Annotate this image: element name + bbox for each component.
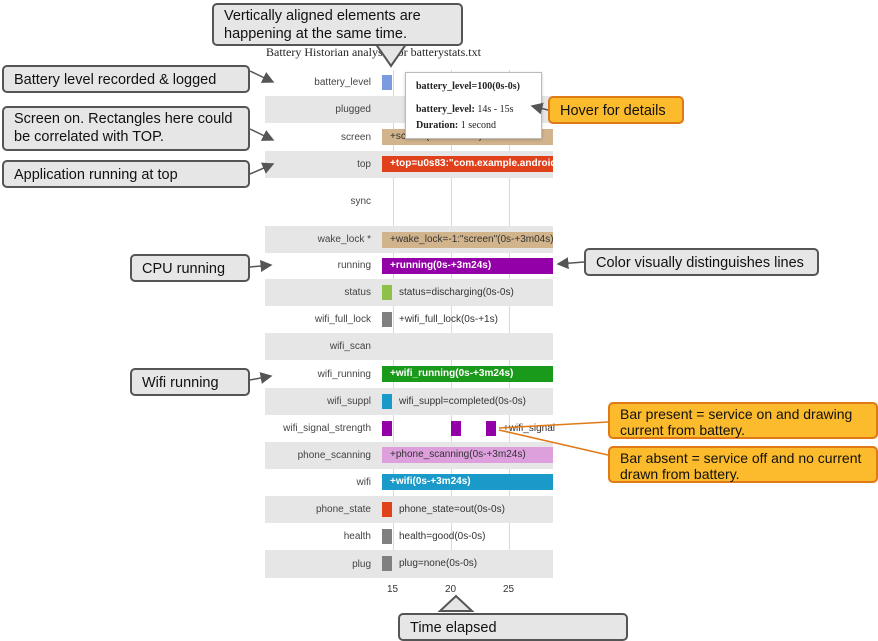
row-label: health <box>343 531 371 542</box>
health-text: health=good(0s-0s) <box>399 531 486 542</box>
row-wifi-signal-strength[interactable]: wifi_signal_strength <box>265 415 553 442</box>
tooltip-line1-value: 14s - 15s <box>477 104 514 115</box>
row-battery-level[interactable]: battery_level <box>265 70 553 96</box>
grid-line <box>451 70 452 578</box>
status-text: status=discharging(0s-0s) <box>399 287 514 298</box>
grid-line <box>393 70 394 578</box>
callout-bar-absent: Bar absent = service off and no current … <box>608 446 878 483</box>
row-running[interactable]: running <box>265 253 553 279</box>
callout-bar-present: Bar present = service on and drawing cur… <box>608 402 878 439</box>
row-label: screen <box>340 132 371 143</box>
plug-bar[interactable] <box>382 556 392 571</box>
health-bar[interactable] <box>382 529 392 544</box>
callout-cpu-running: CPU running <box>130 254 250 282</box>
tooltip-line1: battery_level: 14s - 15s <box>416 104 514 115</box>
tooltip-header: battery_level=100(0s-0s) <box>416 81 521 92</box>
row-label: phone_state <box>315 504 371 515</box>
row-wifi-running[interactable]: wifi_running <box>265 360 553 388</box>
wifi-suppl-text: wifi_suppl=completed(0s-0s) <box>399 396 527 407</box>
phone-state-text: phone_state=out(0s-0s) <box>399 504 505 515</box>
row-label: running <box>337 260 371 271</box>
tooltip-line2: Duration: 1 second <box>416 120 496 131</box>
wifi-full-lock-text: +wifi_full_lock(0s-+1s) <box>399 314 498 325</box>
tooltip-line2-label: Duration: <box>416 120 459 131</box>
x-tick-label: 25 <box>503 584 515 595</box>
callout-vertical-aligned: Vertically aligned elements are happenin… <box>212 3 463 46</box>
x-tick-label: 20 <box>445 584 457 595</box>
row-wifi-full-lock[interactable]: wifi_full_lock <box>265 306 553 333</box>
plug-text: plug=none(0s-0s) <box>399 558 478 569</box>
row-label: plugged <box>335 104 371 115</box>
row-label: wifi_running <box>317 369 371 380</box>
wifi-signal-bar[interactable] <box>451 421 461 436</box>
row-status[interactable]: status <box>265 279 553 306</box>
hover-tooltip: battery_level=100(0s-0s) battery_level: … <box>405 72 542 139</box>
row-label: wifi <box>356 477 371 488</box>
row-label: status <box>344 287 371 298</box>
callout-application-top: Application running at top <box>2 160 250 188</box>
top-bar[interactable]: +top=u0s83:"com.example.android.s <box>382 156 553 172</box>
row-label: wifi_signal_strength <box>283 423 371 434</box>
running-bar[interactable]: +running(0s-+3m24s) <box>382 258 553 274</box>
phone-state-bar[interactable] <box>382 502 392 517</box>
wifi-bar[interactable]: +wifi(0s-+3m24s) <box>382 474 553 490</box>
row-wifi[interactable]: wifi <box>265 469 553 496</box>
row-label: wake_lock * <box>317 234 371 245</box>
wifi-signal-bar[interactable] <box>382 421 392 436</box>
row-wifi-suppl[interactable]: wifi_suppl <box>265 388 553 415</box>
wifi-full-lock-bar[interactable] <box>382 312 392 327</box>
phone-scanning-bar[interactable]: +phone_scanning(0s-+3m24s) <box>382 447 553 463</box>
battery-level-bar[interactable] <box>382 75 392 90</box>
row-label: sync <box>350 196 371 207</box>
row-plug[interactable]: plug <box>265 550 553 578</box>
row-sync[interactable]: sync <box>265 178 553 226</box>
callout-color-lines: Color visually distinguishes lines <box>584 248 819 276</box>
status-bar[interactable] <box>382 285 392 300</box>
wifi-signal-text: +wifi_signal <box>503 423 555 434</box>
callout-hover-details: Hover for details <box>548 96 684 124</box>
x-tick-label: 15 <box>387 584 399 595</box>
row-label: phone_scanning <box>297 450 371 461</box>
row-label: wifi_scan <box>329 341 371 352</box>
callout-battery-level: Battery level recorded & logged <box>2 65 250 93</box>
wake-lock-bar[interactable]: +wake_lock=-1:"screen"(0s-+3m04s) <box>382 232 553 248</box>
row-label: top <box>357 159 371 170</box>
tooltip-line2-value: 1 second <box>460 120 497 131</box>
callout-screen-on: Screen on. Rectangles here could be corr… <box>2 106 250 151</box>
tooltip-line1-label: battery_level: <box>416 104 475 115</box>
wifi-suppl-bar[interactable] <box>382 394 392 409</box>
row-screen[interactable]: screen <box>265 123 553 151</box>
row-phone-state[interactable]: phone_state <box>265 496 553 523</box>
wifi-running-bar[interactable]: +wifi_running(0s-+3m24s) <box>382 366 553 382</box>
chart-title: Battery Historian analysis for batteryst… <box>266 45 481 59</box>
row-label: wifi_full_lock <box>314 314 371 325</box>
row-label: battery_level <box>314 77 371 88</box>
callout-time-elapsed: Time elapsed <box>398 613 628 641</box>
row-label: wifi_suppl <box>327 396 371 407</box>
row-health[interactable]: health <box>265 523 553 550</box>
wifi-signal-bar[interactable] <box>486 421 496 436</box>
grid-line <box>509 70 510 578</box>
callout-wifi-running: Wifi running <box>130 368 250 396</box>
row-label: plug <box>352 559 371 570</box>
row-wifi-scan[interactable]: wifi_scan <box>265 333 553 360</box>
